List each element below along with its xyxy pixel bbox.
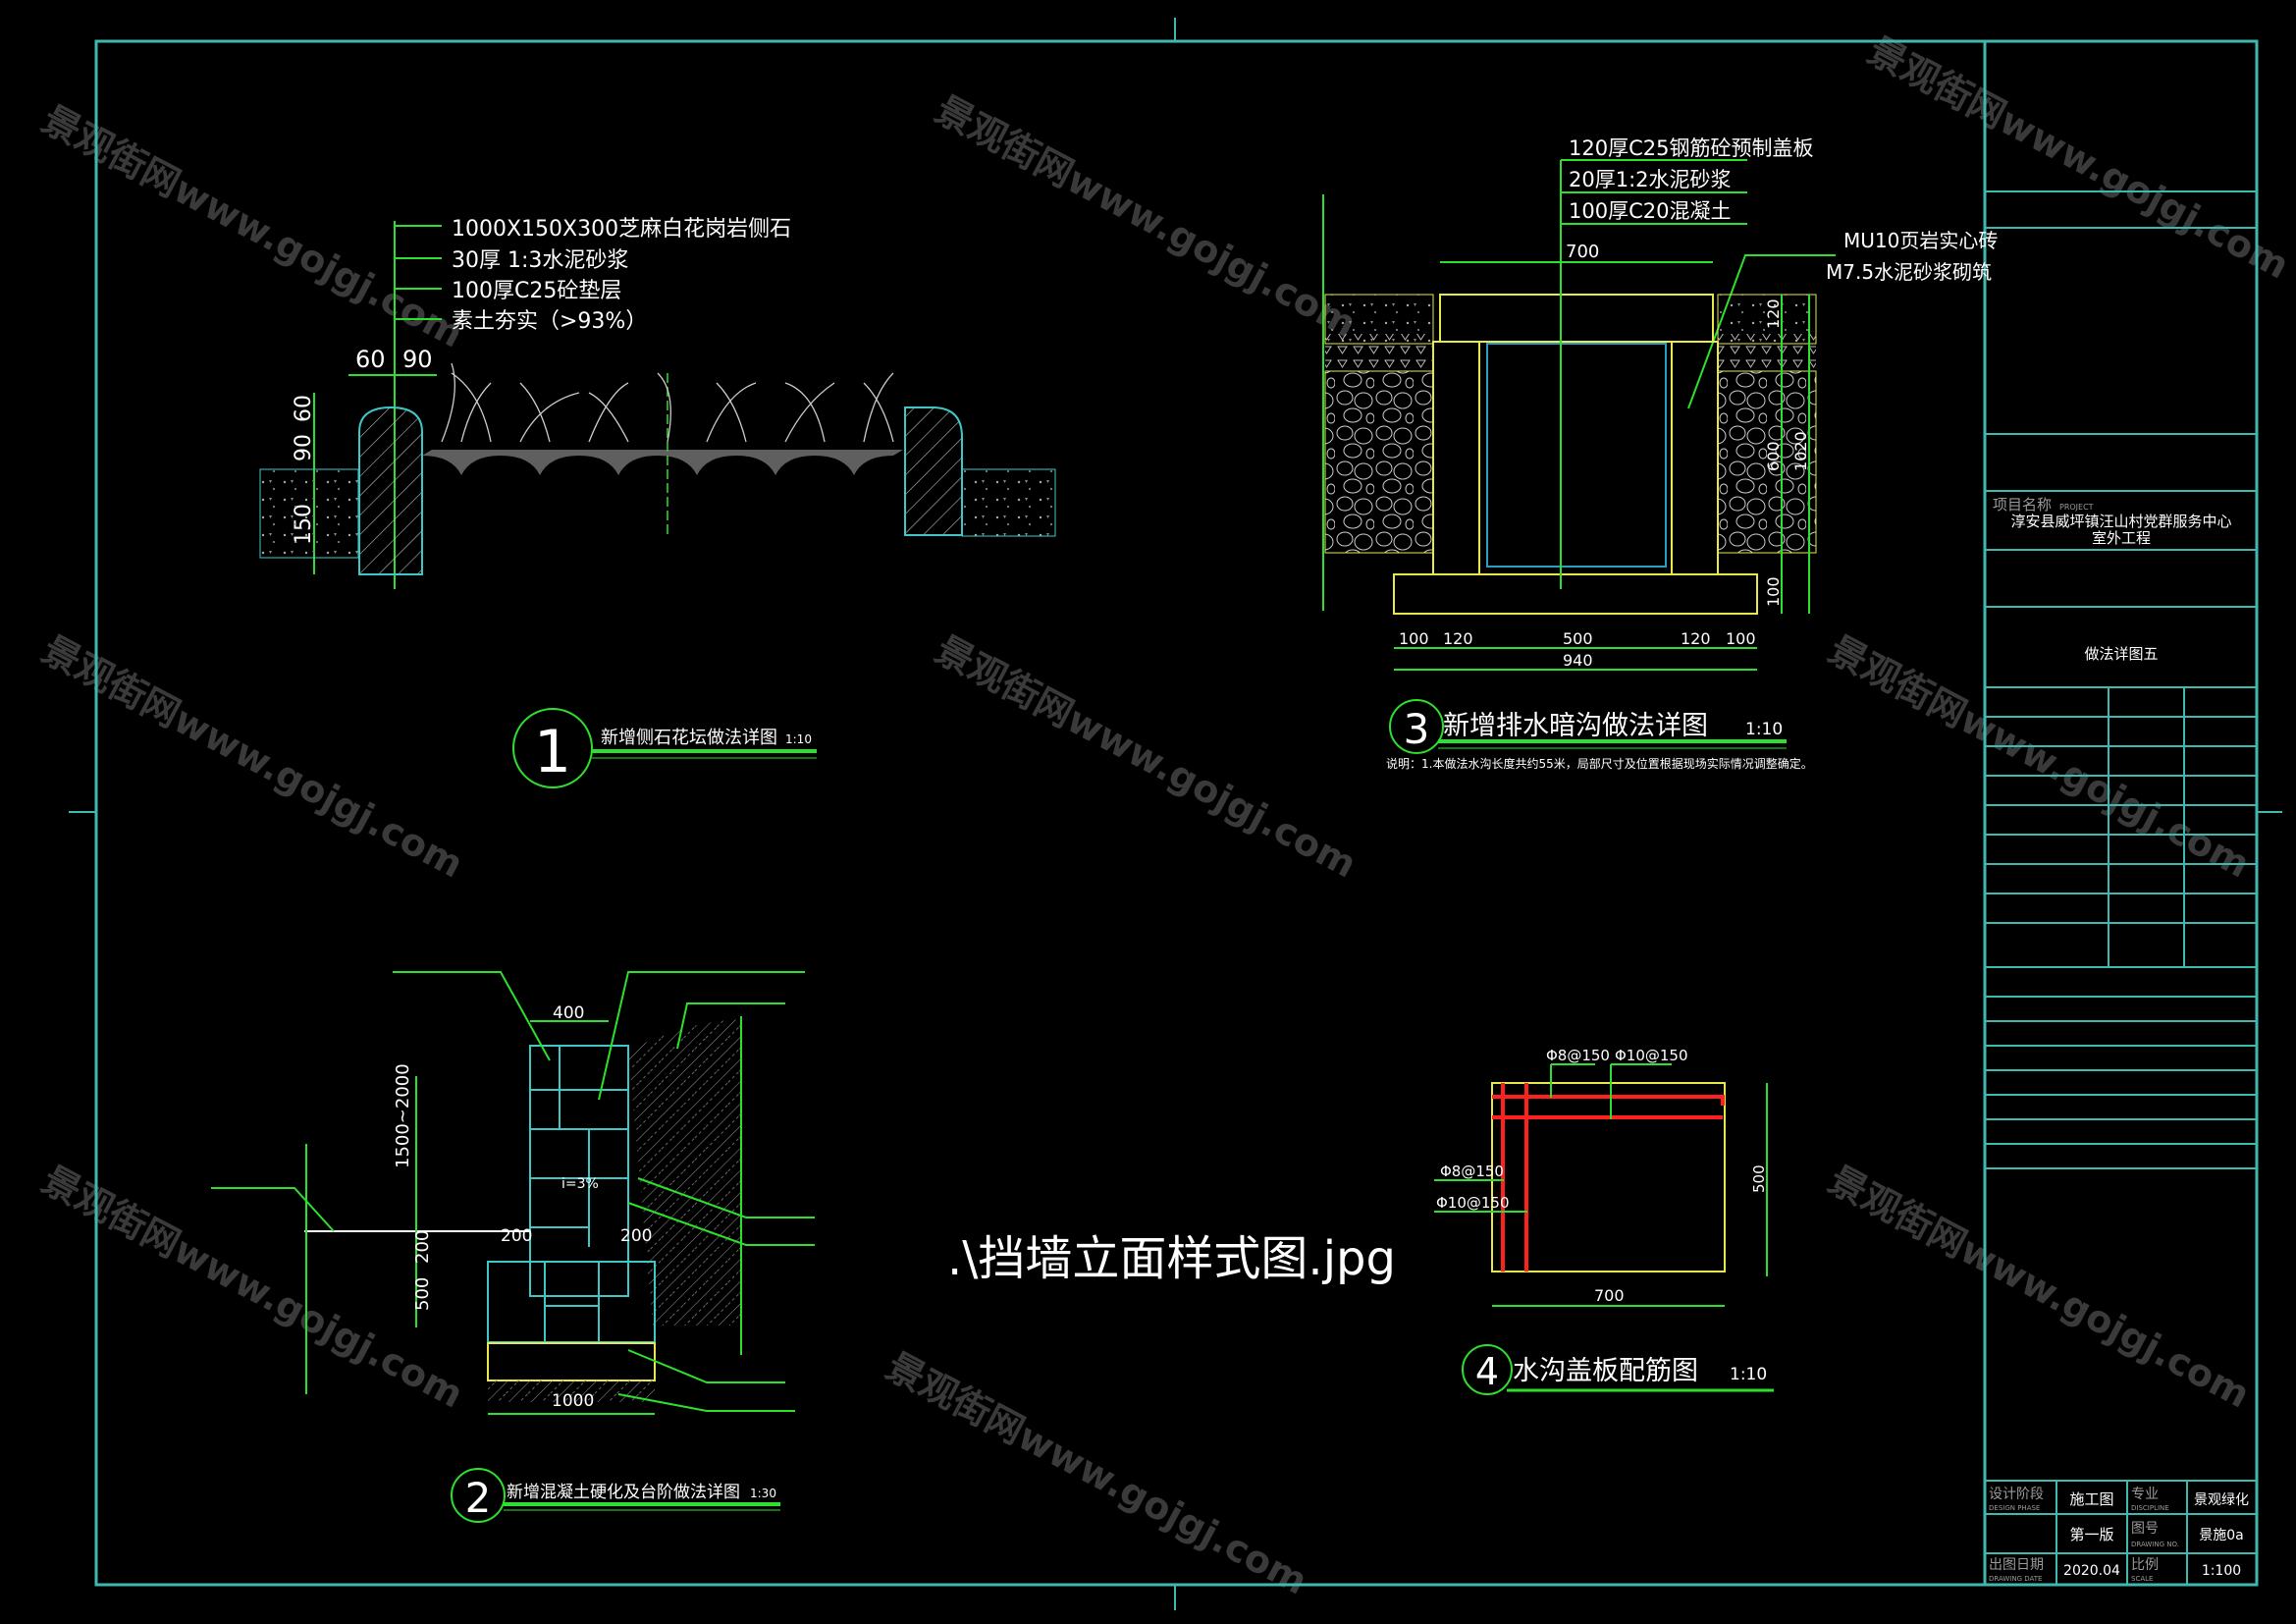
grass-plants (441, 362, 894, 443)
layer-label: 1000X150X300芝麻白花岗岩侧石 (452, 217, 791, 242)
layer-label: 120厚C25钢筋砼预制盖板 (1569, 136, 1813, 160)
detail-3-drain-channel: 120厚C25钢筋砼预制盖板 20厚1:2水泥砂浆 100厚C20混凝土 MU1… (1322, 136, 1998, 771)
dim-label: 500 (1563, 629, 1593, 648)
dim-label: 120 (1681, 629, 1711, 648)
dim-label: 60 (355, 346, 386, 373)
detail-2-retaining-wall-steps: 400 1500~2000 200 500 200 200 i=3% 1000 … (211, 971, 815, 1523)
dim-label: 60 (292, 395, 316, 422)
detail-number: 2 (465, 1474, 492, 1522)
project-name: 淳安县威坪镇汪山村党群服务中心 (2010, 513, 2231, 530)
detail-title: 新增侧石花坛做法详图 (601, 728, 777, 748)
project-label-en: PROJECT (2059, 503, 2094, 512)
title-block-text: 项目名称 PROJECT 淳安县威坪镇汪山村党群服务中心 室外工程 做法详图五 … (1989, 496, 2249, 1583)
layer-label: 30厚 1:3水泥砂浆 (452, 248, 628, 273)
design-phase-label-en: DESIGN PHASE (1989, 1504, 2040, 1512)
project-label: 项目名称 (1993, 496, 2052, 514)
dim-label: 100 (1399, 629, 1429, 648)
side-label: MU10页岩实心砖 (1843, 229, 1998, 252)
scale-label: 比例 (2131, 1557, 2159, 1573)
dim-label: 90 (292, 434, 316, 461)
detail-scale: 1:30 (750, 1487, 776, 1500)
detail-number-circle (512, 708, 593, 788)
design-phase: 施工图 (2069, 1490, 2113, 1508)
title-block (1985, 190, 2257, 1585)
watermark: 景观街网www.gojgj.com (880, 1344, 1314, 1603)
missing-image-reference: .\挡墙立面样式图.jpg (947, 1231, 1396, 1286)
note: 说明：1.本做法水沟长度共约55米，局部尺寸及位置根据现场实际情况调整确定。 (1386, 756, 1813, 771)
scale-label-en: SCALE (2131, 1575, 2153, 1583)
rebar-label: Φ10@150 (1615, 1047, 1688, 1064)
design-phase-label: 设计阶段 (1989, 1487, 2044, 1502)
detail-scale: 1:10 (1745, 720, 1783, 739)
date-label-en: DRAWING DATE (1989, 1575, 2042, 1583)
detail-number: 4 (1475, 1350, 1499, 1393)
detail-scale: 1:10 (1730, 1365, 1767, 1384)
detail-title: 水沟盖板配筋图 (1513, 1356, 1698, 1386)
detail-number: 1 (534, 718, 571, 786)
layer-label: 100厚C25砼垫层 (452, 279, 621, 303)
watermark: 景观街网www.gojgj.com (35, 1158, 470, 1417)
version: 第一版 (2069, 1526, 2113, 1543)
dim-label: 200 (412, 1230, 433, 1264)
layer-label: 素土夯实（>93%） (452, 309, 647, 334)
date-label: 出图日期 (1989, 1557, 2044, 1573)
dim-label: 120 (1443, 629, 1473, 648)
detail-1-curb-planter: 1000X150X300芝麻白花岗岩侧石 30厚 1:3水泥砂浆 100厚C25… (259, 217, 1056, 788)
dim-label: 700 (1594, 1286, 1625, 1305)
drawing-date: 2020.04 (2063, 1563, 2120, 1579)
dim-label: 1000 (552, 1391, 594, 1411)
dim-label: 200 (620, 1226, 652, 1246)
watermark: 景观街网www.gojgj.com (35, 627, 470, 887)
rebar-label: Φ8@150 (1546, 1047, 1610, 1064)
rebar-label: Φ10@150 (1436, 1194, 1510, 1212)
dim-label: 600 (1764, 441, 1783, 471)
detail-number: 3 (1404, 705, 1430, 753)
watermark: 景观街网www.gojgj.com (929, 87, 1363, 347)
dim-label: 1500~2000 (393, 1063, 413, 1168)
dim-label: 100 (1726, 629, 1756, 648)
drawing-scale: 1:100 (2202, 1563, 2241, 1579)
dim-label: 90 (402, 346, 433, 373)
discipline-label: 专业 (2131, 1487, 2159, 1502)
dim-label: 940 (1563, 651, 1593, 670)
side-label: M7.5水泥砂浆砌筑 (1826, 260, 1992, 284)
dim-label: 200 (501, 1226, 532, 1246)
detail-scale: 1:10 (785, 732, 812, 746)
dim-label: 120 (1764, 298, 1783, 329)
dim-label: 100 (1764, 576, 1783, 607)
layer-label: 20厚1:2水泥砂浆 (1569, 168, 1732, 191)
slope-label: i=3% (561, 1176, 599, 1192)
dim-label: 400 (553, 1003, 584, 1023)
drawing-no-label: 图号 (2131, 1521, 2159, 1537)
dim-label: 700 (1566, 242, 1599, 262)
detail-title: 新增排水暗沟做法详图 (1443, 711, 1708, 741)
layer-label: 100厚C20混凝土 (1569, 199, 1731, 223)
watermark: 景观街网www.gojgj.com (929, 627, 1363, 887)
project-name: 室外工程 (2092, 529, 2151, 547)
watermark: 景观街网www.gojgj.com (1822, 1158, 2257, 1417)
drawing-no: 景施0a (2199, 1528, 2244, 1543)
drawing-title: 做法详图五 (2084, 645, 2158, 663)
rebar-label: Φ8@150 (1440, 1163, 1504, 1180)
detail-title: 新增混凝土硬化及台阶做法详图 (507, 1483, 740, 1502)
dim-label: 500 (412, 1277, 433, 1311)
discipline: 景观绿化 (2194, 1492, 2249, 1508)
discipline-label-en: DISCIPLINE (2131, 1504, 2169, 1512)
detail-4-cover-rebar: Φ8@150 Φ10@150 Φ8@150 Φ10@150 500 700 4 … (1434, 1047, 1774, 1395)
watermark: 景观街网www.gojgj.com (1822, 627, 2257, 887)
dim-label: 1020 (1791, 431, 1810, 471)
dim-label: 500 (1750, 1164, 1768, 1193)
drawing-no-label-en: DRAWING NO. (2131, 1541, 2179, 1548)
sheet-frame (69, 18, 2282, 1610)
